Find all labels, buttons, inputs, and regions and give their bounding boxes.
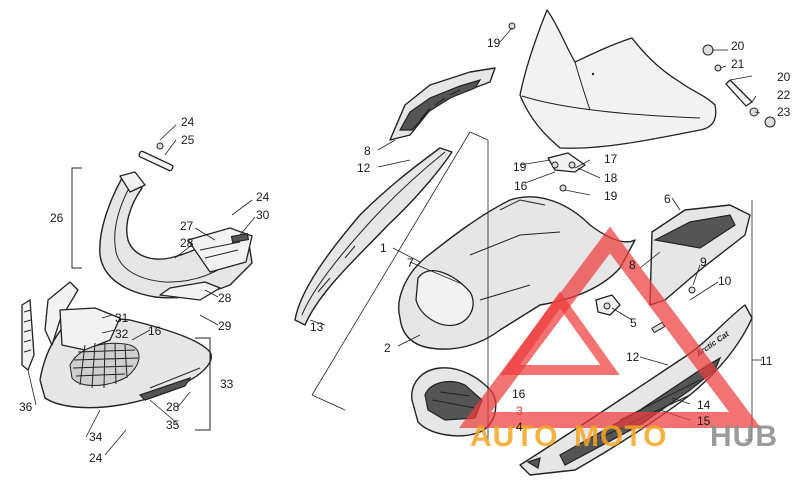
callout-1: 1 [380, 241, 387, 255]
callout-19b: 19 [513, 160, 527, 174]
callout-10: 10 [718, 274, 732, 288]
callout-6: 6 [664, 192, 671, 206]
callout-7: 7 [407, 256, 414, 270]
lower-bumper-part [39, 281, 212, 409]
bracket-33 [195, 337, 211, 431]
callout-28c: 28 [166, 400, 180, 414]
callout-19c: 19 [604, 189, 618, 203]
callout-16c: 16 [512, 387, 526, 401]
callout-labels: 1 2 3 4 5 6 7 8 8 9 10 11 12 12 13 14 15… [19, 36, 791, 465]
callout-18: 18 [604, 171, 618, 185]
callout-12a: 12 [357, 161, 371, 175]
callout-3: 3 [516, 404, 523, 418]
callout-12b: 12 [626, 350, 640, 364]
main-hood-part [398, 196, 636, 350]
callout-16a: 16 [148, 324, 162, 338]
right-side-panel-8 [649, 204, 751, 306]
clip-part [651, 321, 666, 334]
callout-14: 14 [697, 398, 711, 412]
callout-32: 32 [115, 327, 129, 341]
watermark-text-auto: AUTO [470, 420, 558, 453]
callout-21: 21 [731, 57, 745, 71]
grille-mesh [72, 341, 139, 389]
callout-2: 2 [384, 341, 391, 355]
callout-26: 26 [50, 211, 64, 225]
callout-35: 35 [166, 418, 180, 432]
callout-28b: 28 [218, 291, 232, 305]
callout-36: 36 [19, 400, 33, 414]
callout-22: 22 [777, 88, 791, 102]
upper-bumper-part [99, 171, 253, 301]
callout-25: 25 [181, 133, 195, 147]
trim-strip-part [138, 142, 174, 172]
callout-24b: 24 [256, 190, 270, 204]
callout-13: 13 [310, 320, 324, 334]
callout-20b: 20 [777, 70, 791, 84]
side-panel-13 [294, 147, 453, 326]
fastener-stack [702, 44, 776, 128]
side-trim-36 [21, 299, 35, 371]
callout-24c: 24 [89, 451, 103, 465]
watermark-text-hub: HUB [710, 420, 778, 453]
screw-9 [688, 286, 696, 294]
watermark: AUTO MOTO HUB [459, 226, 778, 453]
callout-29: 29 [218, 319, 232, 333]
callout-17: 17 [604, 152, 618, 166]
callout-4: 4 [516, 420, 523, 434]
callout-23: 23 [777, 105, 791, 119]
callout-8b: 8 [629, 258, 636, 272]
callout-20a: 20 [731, 39, 745, 53]
callout-11: 11 [760, 354, 773, 368]
leaders-left [27, 124, 256, 456]
callout-5: 5 [630, 316, 637, 330]
callout-19a: 19 [487, 36, 501, 50]
upper-trim-8 [389, 67, 496, 141]
bracket-26 [71, 167, 82, 269]
callout-27: 27 [180, 219, 194, 233]
callout-16b: 16 [514, 179, 528, 193]
callout-28a: 28 [180, 236, 194, 250]
callout-30: 30 [256, 208, 270, 222]
callout-15: 15 [697, 414, 711, 428]
callout-9: 9 [700, 255, 707, 269]
callout-8a: 8 [364, 144, 371, 158]
callout-33: 33 [220, 377, 234, 391]
latch-part [595, 294, 621, 316]
callout-31: 31 [115, 311, 129, 325]
watermark-text-moto: MOTO [574, 420, 667, 453]
callout-24a: 24 [181, 115, 195, 129]
callout-34: 34 [89, 430, 103, 444]
windshield-part [519, 9, 717, 149]
